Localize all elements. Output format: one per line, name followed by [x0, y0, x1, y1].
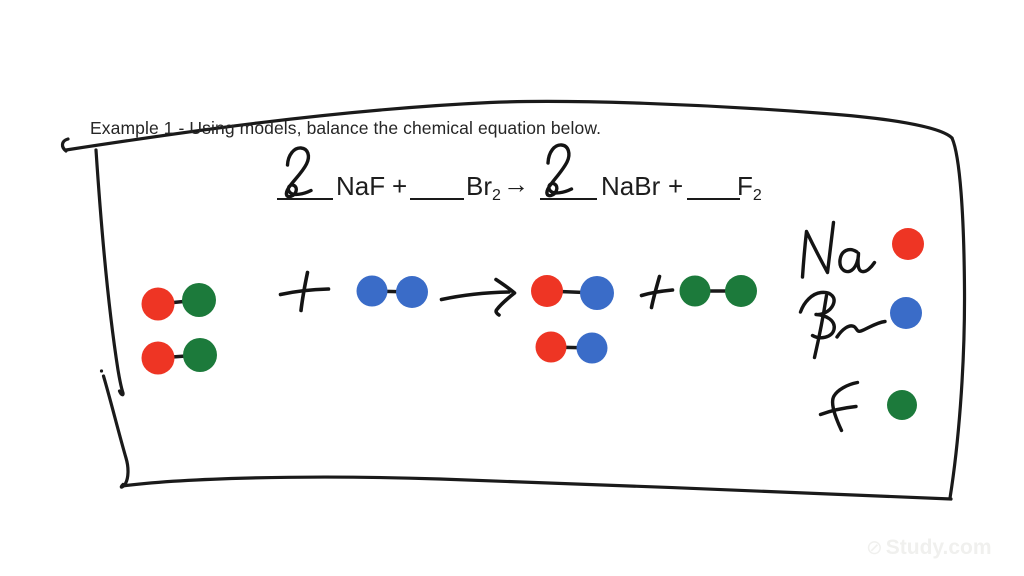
- equation-term-f2: F2: [737, 171, 762, 205]
- box-left-edge-1: [94, 148, 125, 397]
- atom-circle-na: [531, 275, 563, 307]
- legend-symbol-br-handwriting: [798, 290, 887, 360]
- atom-circle-na: [535, 331, 567, 363]
- box-top-hook: [60, 137, 70, 153]
- equation-term-br2: Br2: [466, 171, 501, 205]
- equation-term-br2-base: Br: [466, 171, 492, 201]
- legend-color-dot-na: [892, 228, 924, 260]
- molecule-model-f2: [679, 275, 757, 307]
- legend-symbol-f-handwriting: [818, 380, 860, 433]
- plus-sign-handwritten-1: [278, 270, 331, 313]
- legend-symbol-na-handwriting: [800, 220, 877, 279]
- reaction-arrow-handwritten: [439, 277, 517, 317]
- atom-circle-br: [396, 276, 428, 308]
- watermark: ⊘ Study.com: [866, 535, 992, 560]
- atom-circle-br: [576, 332, 608, 364]
- watermark-text: Study.com: [885, 535, 992, 559]
- atom-circle-br: [356, 275, 388, 307]
- atom-circle-f: [679, 275, 711, 307]
- box-top-edge: [64, 99, 954, 152]
- atom-circle-na: [141, 287, 175, 321]
- molecule-model-br2: [356, 275, 428, 308]
- blank-line-1: [277, 172, 333, 200]
- molecule-model-naf: [141, 338, 217, 375]
- molecule-model-nabr: [535, 331, 608, 364]
- atom-circle-br: [580, 276, 614, 310]
- atom-circle-f: [183, 338, 217, 372]
- handwritten-coefficient-2: [545, 143, 574, 198]
- legend-color-dot-br: [890, 297, 922, 329]
- atom-circle-f: [725, 275, 757, 307]
- molecule-model-naf: [141, 283, 216, 321]
- molecule-models-layer: [141, 228, 924, 420]
- pen-dot: [99, 369, 104, 373]
- plus-sign-handwritten-2: [639, 274, 675, 310]
- equation-term-naf: NaF: [336, 171, 386, 201]
- hand-drawn-box: [60, 99, 967, 501]
- atom-circle-na: [141, 341, 175, 375]
- page-title: Example 1 - Using models, balance the ch…: [90, 118, 602, 138]
- molecule-model-nabr: [531, 275, 614, 310]
- equation-plus-2: +: [668, 171, 684, 201]
- atom-circle-f: [182, 283, 216, 317]
- blank-line-3: [540, 172, 597, 200]
- equation-term-f2-subscript: 2: [752, 187, 762, 204]
- equation-term-f2-base: F: [737, 171, 753, 201]
- blank-line-4: [687, 172, 740, 200]
- equation-term-br2-subscript: 2: [492, 187, 501, 204]
- box-right-edge: [948, 136, 967, 500]
- equation-term-nabr: NaBr: [601, 171, 661, 201]
- handwritten-coefficient-1: [284, 146, 313, 199]
- equation-plus-1: +: [392, 171, 408, 201]
- blank-line-2: [410, 172, 464, 200]
- box-bottom-edge: [120, 475, 953, 501]
- equation-arrow: →: [503, 169, 529, 199]
- studycom-logo-icon: ⊘: [866, 537, 883, 559]
- legend-color-dot-f: [887, 390, 917, 420]
